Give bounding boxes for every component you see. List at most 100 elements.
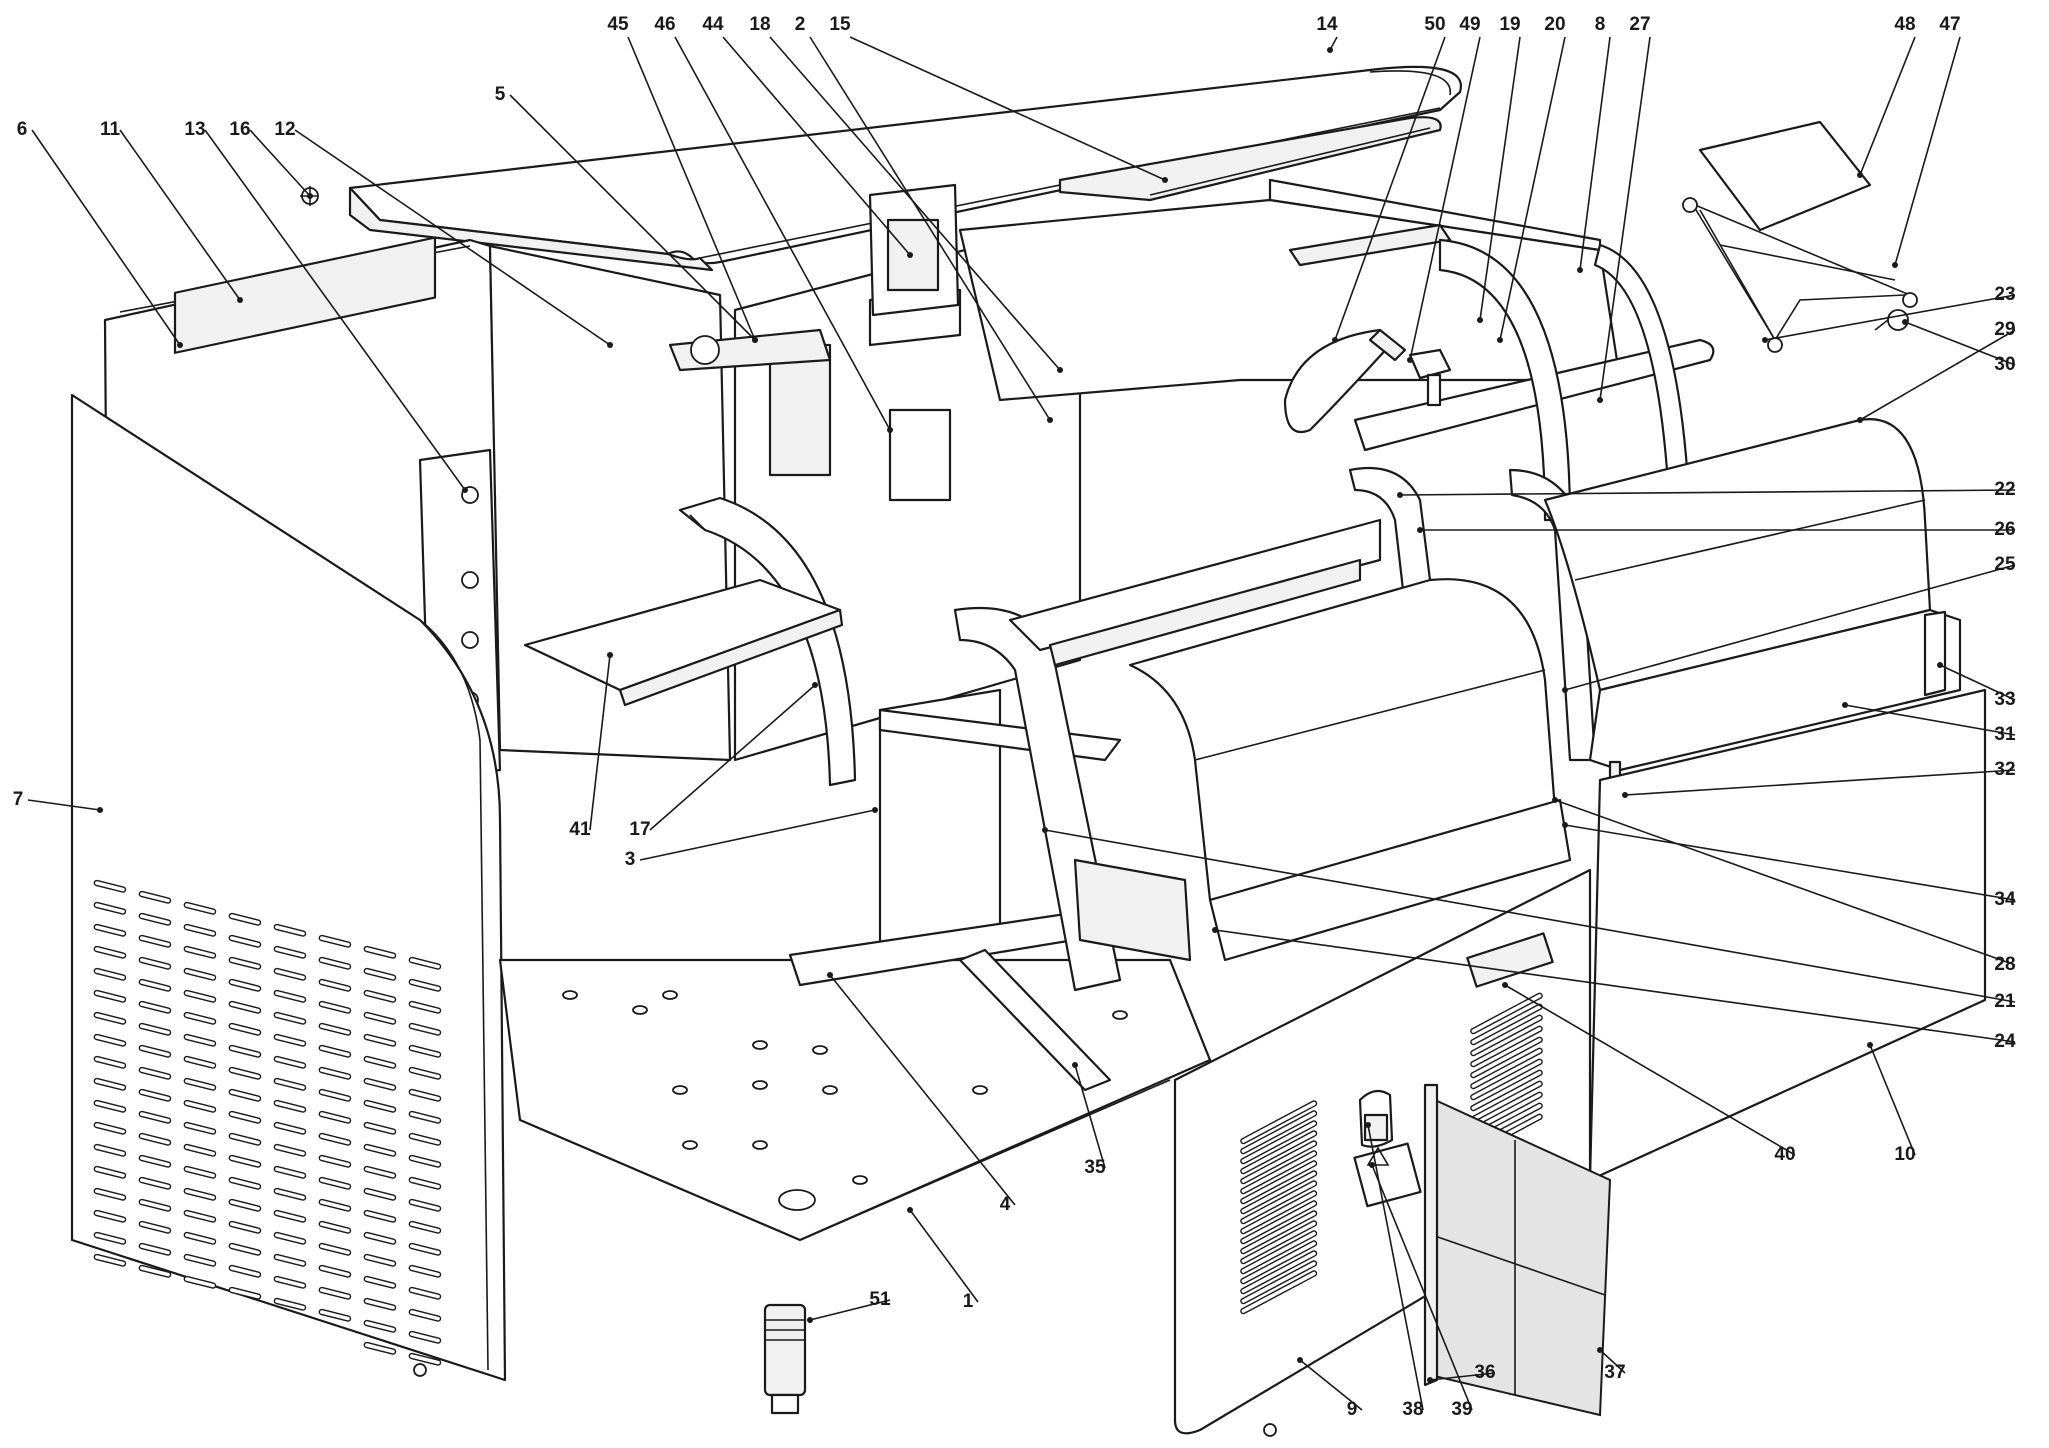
callout-49: 49 xyxy=(1407,14,1481,363)
left-tank-cover xyxy=(1128,578,1557,902)
callout-number: 34 xyxy=(1994,889,2016,910)
vent-slot xyxy=(93,1165,127,1179)
vent-slot xyxy=(93,1143,127,1157)
curved-duct-arm xyxy=(678,496,857,787)
callout-leader xyxy=(1334,36,1446,341)
callout-leader xyxy=(1564,564,2016,691)
callout-dot xyxy=(1047,417,1053,423)
callout-dot xyxy=(1057,367,1063,373)
vent-slot xyxy=(93,1033,127,1047)
vent-slot xyxy=(138,1198,172,1212)
vent-slot xyxy=(93,1121,127,1135)
vent-slot xyxy=(363,1011,397,1025)
callout-dot xyxy=(827,972,833,978)
callout-number: 32 xyxy=(1994,759,2015,780)
callout-13: 13 xyxy=(184,119,468,493)
mounting-hole xyxy=(632,1005,648,1015)
vent-slot xyxy=(183,1077,217,1091)
callout-50: 50 xyxy=(1332,14,1446,343)
vent-slot xyxy=(408,1220,442,1234)
vent-slot xyxy=(318,1088,352,1102)
left-side-panel xyxy=(70,393,507,1382)
vent-slot xyxy=(138,1132,172,1146)
vent-slot xyxy=(228,956,262,970)
callout-44: 44 xyxy=(702,14,913,258)
callout-leader xyxy=(509,94,756,341)
vent-slot xyxy=(1240,1160,1318,1205)
callout-number: 21 xyxy=(1994,991,2016,1012)
callout-number: 7 xyxy=(13,789,24,810)
vent-slot xyxy=(93,989,127,1003)
callout-8: 8 xyxy=(1577,14,1611,273)
callout-38: 38 xyxy=(1365,1122,1424,1420)
vent-slot xyxy=(138,978,172,992)
vent-slot xyxy=(318,1308,352,1322)
callout-leader xyxy=(909,1209,979,1303)
vent-slot xyxy=(138,1044,172,1058)
vent-slot xyxy=(138,1242,172,1256)
callout-number: 46 xyxy=(654,14,675,35)
callout-dot xyxy=(237,297,243,303)
callout-leader xyxy=(809,1299,891,1321)
callout-dot xyxy=(1597,1347,1603,1353)
callout-dot xyxy=(812,682,818,688)
callout-number: 40 xyxy=(1774,1144,1795,1165)
top-cover xyxy=(348,65,1462,272)
mounting-hole xyxy=(812,1045,828,1055)
vent-slot xyxy=(1240,1250,1318,1295)
vent-slot xyxy=(408,1022,442,1036)
vent-slot xyxy=(138,890,172,904)
callout-dot xyxy=(1562,687,1568,693)
callout-number: 18 xyxy=(749,14,770,35)
callout-number: 37 xyxy=(1604,1362,1625,1383)
vent-slot xyxy=(273,1011,307,1025)
upper-bracket xyxy=(868,183,960,317)
vent-slot xyxy=(93,1231,127,1245)
vent-slot xyxy=(363,1077,397,1091)
vent-slot xyxy=(228,978,262,992)
vent-slot xyxy=(1240,1210,1318,1255)
vent-slot xyxy=(318,1286,352,1300)
callout-dot xyxy=(1212,927,1218,933)
callout-leader xyxy=(1214,929,2016,1043)
vent-slot xyxy=(138,1088,172,1102)
callout-leader xyxy=(1579,36,1611,271)
vent-slot xyxy=(93,901,127,915)
vent-slot xyxy=(1240,1200,1318,1245)
callout-leader xyxy=(1764,294,2016,341)
vent-slot xyxy=(138,1110,172,1124)
vent-slot xyxy=(183,945,217,959)
vent-slot xyxy=(138,934,172,948)
callout-14: 14 xyxy=(1316,14,1338,53)
top-cover-liner xyxy=(1058,116,1442,202)
callout-number: 19 xyxy=(1499,14,1520,35)
callout-number: 2 xyxy=(795,14,806,35)
vent-slot xyxy=(1240,1120,1318,1165)
vent-slot xyxy=(1240,1140,1318,1185)
lid-handle-frame xyxy=(1682,197,1918,353)
callout-leader xyxy=(27,799,101,811)
vent-slot xyxy=(93,879,127,893)
callout-dot xyxy=(1477,317,1483,323)
callout-dot xyxy=(1577,267,1583,273)
vent-slot xyxy=(228,1286,262,1300)
vent-slot xyxy=(408,1242,442,1256)
callout-number: 45 xyxy=(607,14,629,35)
shelf-tray xyxy=(523,578,844,707)
mounting-hole xyxy=(1112,1010,1128,1020)
vent-slot xyxy=(408,1110,442,1124)
callout-number: 6 xyxy=(17,119,28,140)
callout-25: 25 xyxy=(1562,554,2016,693)
vent-slot xyxy=(318,1220,352,1234)
callout-dot xyxy=(872,807,878,813)
vent-slot xyxy=(273,1209,307,1223)
callout-dot xyxy=(1042,827,1048,833)
vent-slot xyxy=(228,1088,262,1102)
vent-slot xyxy=(273,1297,307,1311)
callout-number: 15 xyxy=(829,14,851,35)
callout-35: 35 xyxy=(1072,1062,1106,1178)
callout-dot xyxy=(1497,337,1503,343)
callout-number: 20 xyxy=(1544,14,1565,35)
vent-slot xyxy=(93,1209,127,1223)
